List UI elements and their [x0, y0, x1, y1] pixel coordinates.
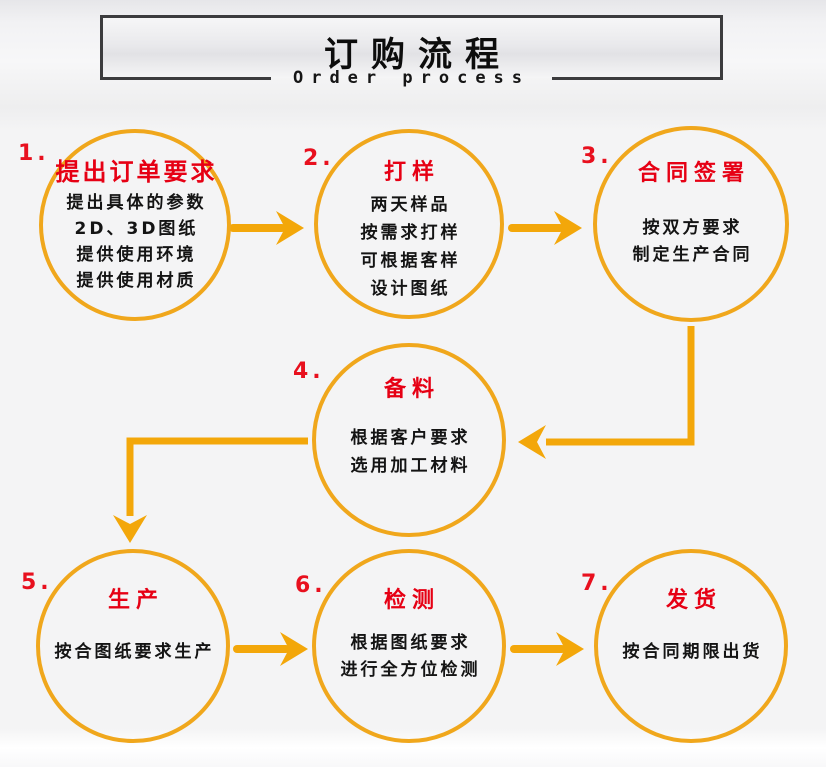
- step-number-7: 7.: [581, 571, 613, 596]
- step-detail: 制定生产合同: [632, 245, 753, 265]
- step-circle-inspection: 检测 根据图纸要求 进行全方位检测: [312, 549, 506, 743]
- step-circle-order-requirements: 提出订单要求 提出具体的参数 2D、3D图纸 提供使用环境 提供使用材质: [39, 129, 231, 321]
- arrow-step1-to-step2: [229, 211, 304, 245]
- step-detail: 选用加工材料: [350, 456, 471, 476]
- step-title: 生产: [107, 588, 164, 613]
- step-title: 备料: [383, 377, 440, 402]
- step-detail: 按合同期限出货: [622, 642, 763, 662]
- step-title: 打样: [383, 160, 440, 185]
- step-detail: 提供使用材质: [76, 271, 197, 291]
- step-number-2: 2.: [303, 146, 335, 171]
- step-detail: 2D、3D图纸: [74, 219, 199, 239]
- step-number-4: 4.: [293, 359, 325, 384]
- step-detail: 按双方要求: [642, 218, 743, 238]
- step-title: 提出订单要求: [55, 158, 218, 186]
- header-box: 订购流程 Order process: [100, 15, 723, 88]
- step-number-3: 3.: [581, 144, 613, 169]
- step-circle-production: 生产 按合图纸要求生产: [36, 549, 230, 743]
- step-detail: 提出具体的参数: [66, 193, 207, 213]
- step-detail: 设计图纸: [370, 279, 451, 299]
- step-title: 检测: [383, 588, 440, 613]
- step-detail: 按合图纸要求生产: [54, 642, 215, 662]
- header-rule-right: [552, 76, 723, 80]
- step-detail: 根据客户要求: [350, 428, 471, 448]
- step-detail: 根据图纸要求: [350, 633, 471, 653]
- page-title: 订购流程: [324, 35, 512, 75]
- step-detail: 可根据客样: [360, 251, 461, 271]
- step-number-6: 6.: [295, 573, 327, 598]
- step-detail: 提供使用环境: [76, 245, 197, 265]
- arrow-step6-to-step7: [510, 632, 584, 666]
- step-number-1: 1.: [18, 141, 50, 166]
- header-subtitle-row: Order process: [100, 66, 723, 90]
- step-circle-sampling: 打样 两天样品 按需求打样 可根据客样 设计图纸: [314, 129, 504, 319]
- step-circle-contract-signing: 合同签署 按双方要求 制定生产合同: [593, 126, 789, 322]
- step-detail: 按需求打样: [360, 223, 461, 243]
- step-number-5: 5.: [21, 570, 53, 595]
- step-detail: 进行全方位检测: [340, 660, 481, 680]
- step-title: 发货: [665, 588, 722, 613]
- step-circle-material-preparation: 备料 根据客户要求 选用加工材料: [312, 343, 506, 537]
- arrow-step2-to-step3: [508, 211, 582, 245]
- step-title: 合同签署: [637, 161, 750, 186]
- step-circle-shipping: 发货 按合同期限出货: [594, 549, 788, 743]
- page-subtitle: Order process: [292, 68, 531, 88]
- arrow-step4-to-step5: [113, 437, 308, 543]
- step-detail: 两天样品: [370, 195, 451, 215]
- arrow-step5-to-step6: [233, 632, 308, 666]
- header-rule-left: [100, 76, 271, 80]
- arrow-step3-to-step4: [518, 326, 695, 459]
